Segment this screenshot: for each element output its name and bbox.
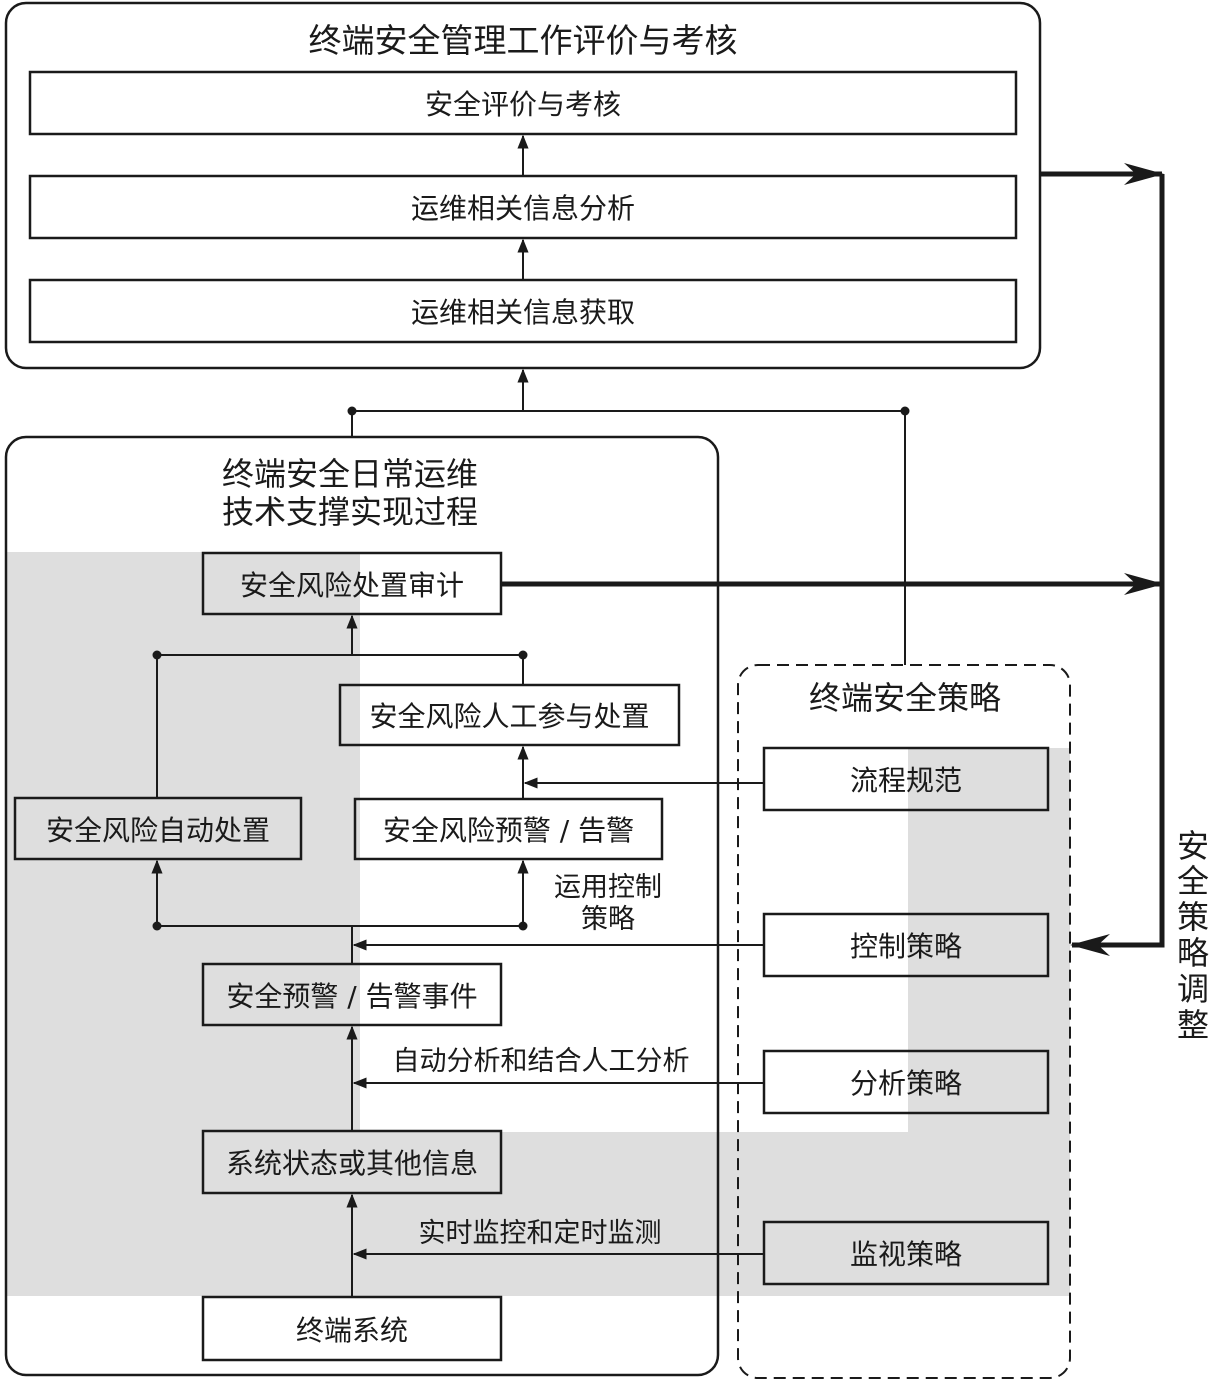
box-info-analysis [28, 174, 1018, 240]
box-info-acquisition [28, 278, 1018, 344]
top-panel-title: 终端安全管理工作评价与考核 [308, 21, 738, 60]
box-process-norms [762, 746, 1050, 812]
info-analysis-label: 运维相关信息分析 [410, 192, 635, 225]
feedback-lines [501, 163, 1165, 956]
info-acquisition-label: 运维相关信息获取 [410, 296, 635, 329]
analysis-note: 自动分析和结合人工分析 [392, 1045, 690, 1077]
apply-control-note-line1: 运用控制 [554, 871, 662, 903]
box-risk-warning [353, 797, 664, 861]
ops-panel-title-line2: 技术支撑实现过程 [221, 493, 478, 531]
risk-audit-label: 安全风险处置审计 [239, 568, 464, 602]
top-panel-frame [4, 1, 1042, 370]
monitor-note: 实时监控和定时监测 [418, 1217, 662, 1249]
evaluation-label: 安全评价与考核 [424, 88, 621, 121]
policy-adjust-char: 略 [1176, 934, 1209, 972]
box-evaluation [28, 70, 1018, 136]
policy-adjust-label: 安 全 策 略 调 整 [1172, 822, 1214, 1050]
policy-adjust-char: 策 [1176, 898, 1209, 937]
policy-panel-title: 终端安全策略 [808, 679, 1001, 717]
monitor-policy-label: 监视策略 [849, 1238, 962, 1271]
apply-control-note: 运用控制 策略 [538, 866, 678, 942]
connectors [151, 134, 906, 1297]
auto-disposal-label: 安全风险自动处置 [45, 813, 270, 847]
apply-control-note-line2: 策略 [581, 904, 635, 935]
ops-panel-title: 终端安全日常运维 技术支撑实现过程 [170, 448, 530, 538]
policy-adjust-char: 全 [1176, 862, 1209, 901]
process-norms-label: 流程规范 [849, 764, 962, 797]
ops-panel-frame [4, 435, 720, 1377]
manual-disposal-label: 安全风险人工参与处置 [369, 700, 650, 733]
risk-warning-label: 安全风险预警 / 告警 [382, 814, 635, 847]
policy-adjust-char: 安 [1176, 826, 1209, 865]
box-terminal-system [201, 1295, 503, 1362]
junction-dots [152, 406, 910, 931]
ops-panel-title-line1: 终端安全日常运维 [221, 454, 478, 493]
system-status-label: 系统状态或其他信息 [225, 1147, 478, 1180]
warning-event-label: 安全预警 / 告警事件 [226, 979, 478, 1013]
box-manual-disposal [338, 683, 681, 747]
terminal-system-label: 终端系统 [295, 1313, 408, 1347]
analysis-policy-label: 分析策略 [849, 1067, 962, 1100]
policy-adjust-char: 整 [1176, 1005, 1209, 1044]
control-policy-label: 控制策略 [849, 930, 962, 963]
policy-adjust-char: 调 [1176, 969, 1209, 1008]
